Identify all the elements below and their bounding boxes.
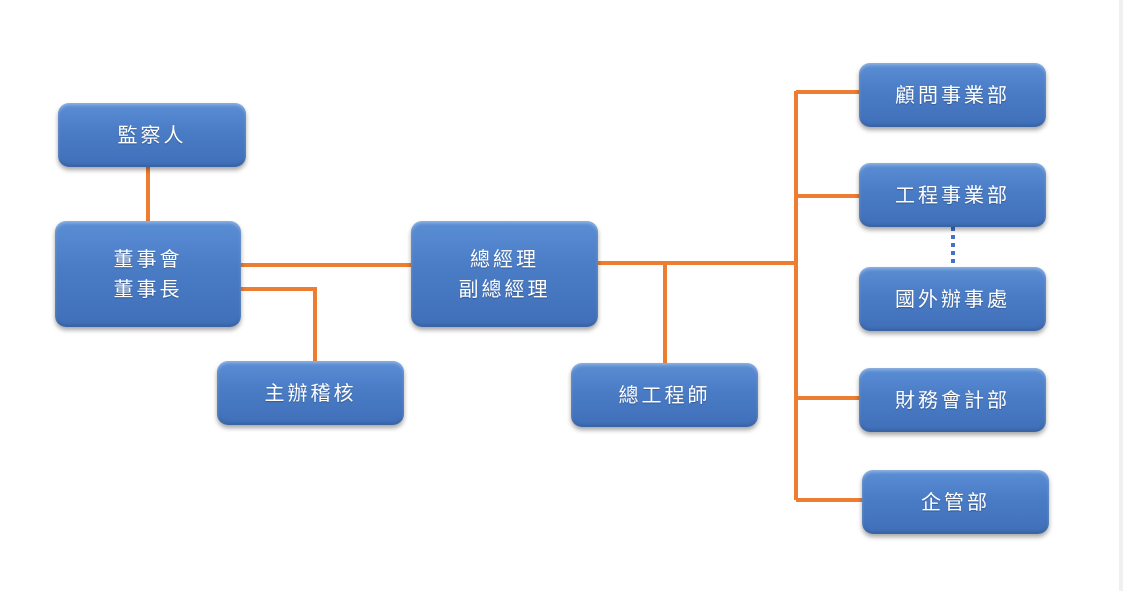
- supervisor-label: 監察人: [117, 123, 187, 147]
- management-dept-label: 企管部: [921, 490, 990, 514]
- general-manager-node: 總經理 副總經理: [411, 221, 598, 327]
- supervisor-node: 監察人: [58, 103, 246, 167]
- deputy-general-manager-label: 副總經理: [458, 277, 551, 301]
- connector-board-auditor: [241, 287, 317, 361]
- right-edge-strip: [1119, 0, 1123, 591]
- finance-dept-label: 財務會計部: [895, 388, 1010, 412]
- consulting-dept-node: 顧問事業部: [859, 63, 1046, 127]
- overseas-office-label: 國外辦事處: [895, 287, 1010, 311]
- chairman-label: 董事長: [113, 277, 183, 301]
- chief-engineer-node: 總工程師: [571, 363, 758, 427]
- chief-auditor-label: 主辦稽核: [264, 381, 357, 405]
- chief-auditor-node: 主辦稽核: [217, 361, 404, 425]
- management-dept-node: 企管部: [862, 470, 1049, 534]
- engineering-dept-label: 工程事業部: [895, 183, 1010, 207]
- general-manager-label: 總經理: [470, 247, 539, 271]
- engineering-dept-node: 工程事業部: [859, 163, 1046, 227]
- chief-engineer-label: 總工程師: [618, 383, 711, 407]
- board-chairman-node: 董事會 董事長: [55, 221, 241, 327]
- board-label: 董事會: [113, 247, 183, 271]
- finance-dept-node: 財務會計部: [859, 368, 1046, 432]
- consulting-dept-label: 顧問事業部: [895, 83, 1010, 107]
- overseas-office-node: 國外辦事處: [859, 267, 1046, 331]
